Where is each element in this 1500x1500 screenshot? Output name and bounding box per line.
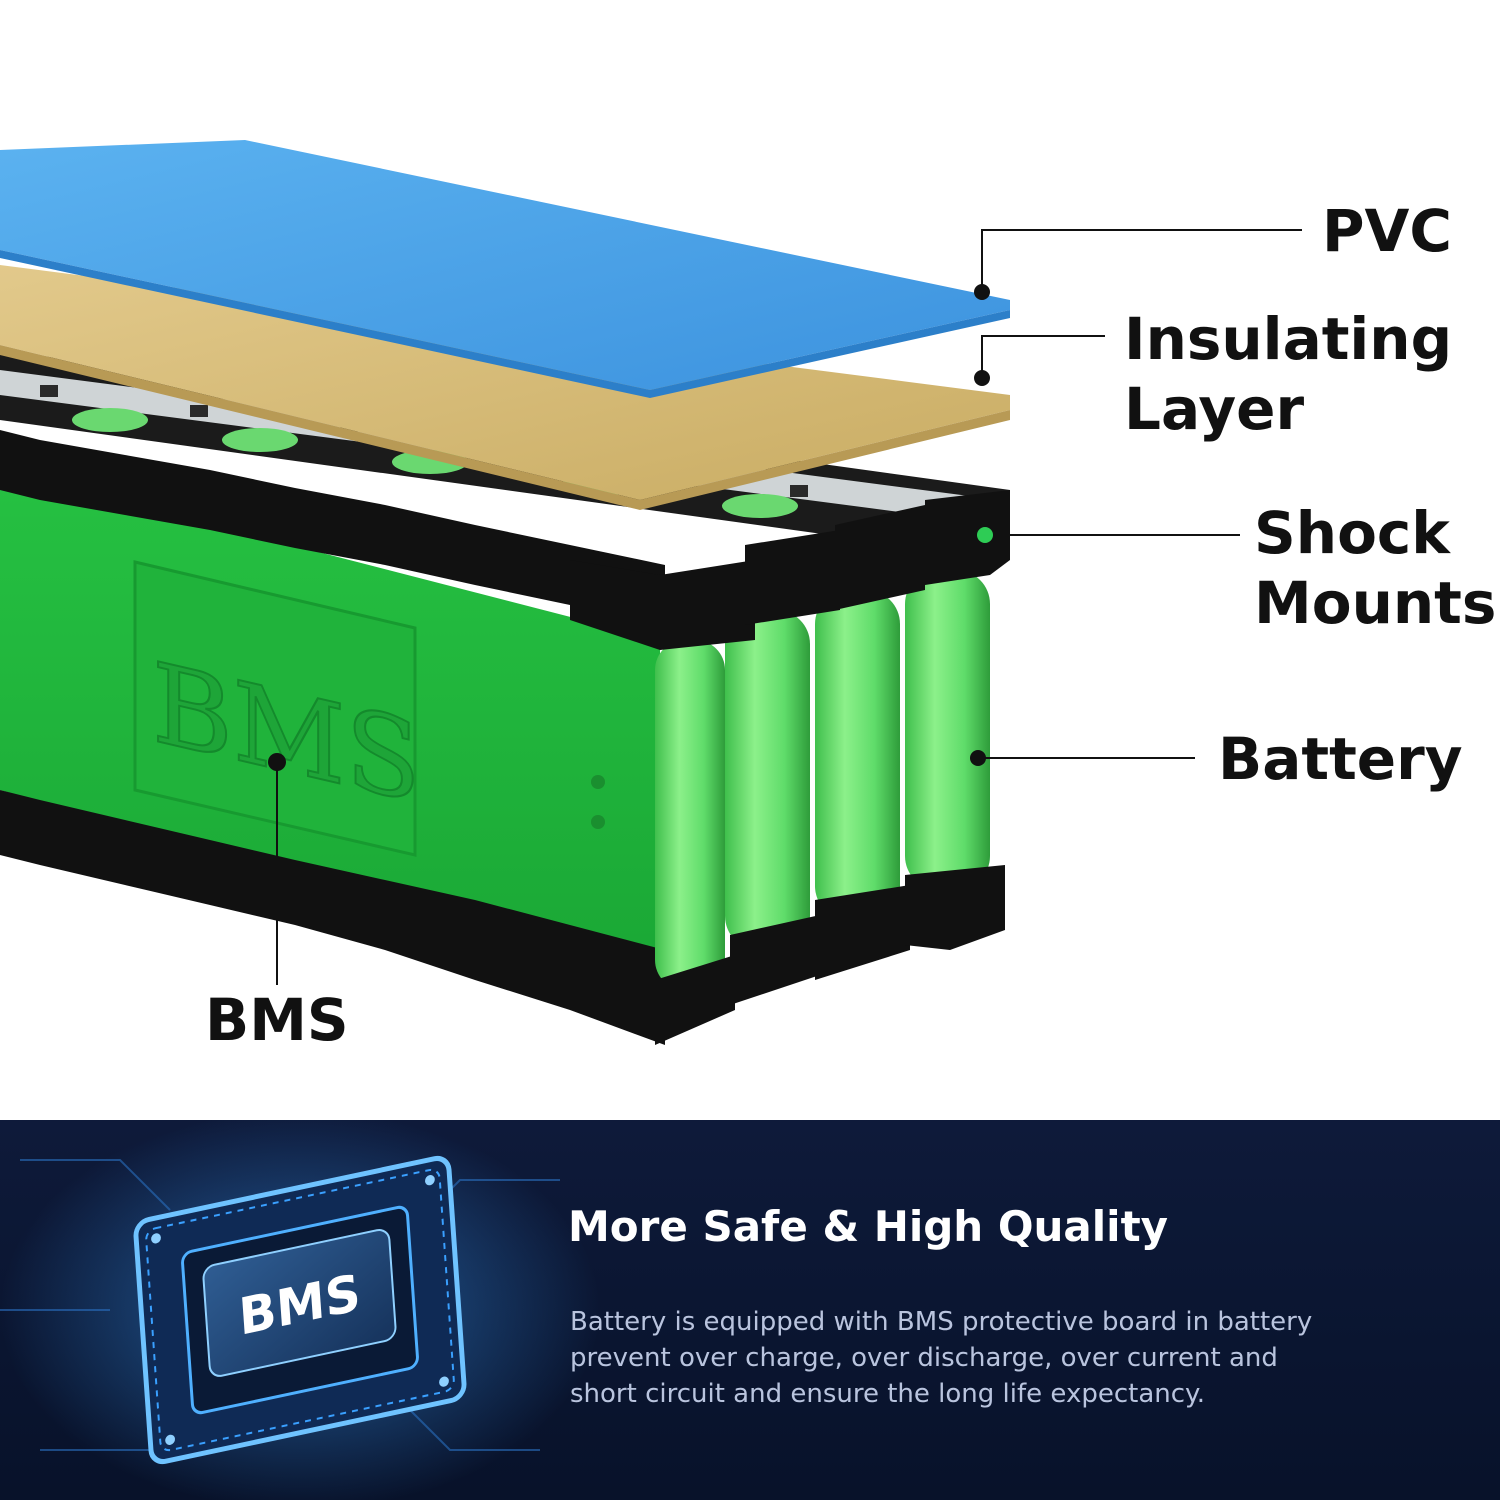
holder-bottom-blocks <box>0 790 665 1045</box>
battery-cells <box>655 570 990 990</box>
exploded-battery-illustration: BMS <box>0 140 1302 1045</box>
bms-chip: BMS <box>133 1155 467 1465</box>
banner-description: Battery is equipped with BMS protective … <box>570 1307 1313 1409</box>
pvc-sheet <box>0 140 1010 390</box>
shock-mounts-label: Shock Mounts <box>1254 499 1497 637</box>
feature-banner: BMS More Safe & High Quality Battery is … <box>0 1120 1500 1500</box>
battery-label: Battery <box>1218 725 1463 793</box>
insulating-layer-label: Insulating Layer <box>1124 305 1453 443</box>
bms-label: BMS <box>205 986 349 1054</box>
insulating-sheet <box>0 265 1010 500</box>
leader-dots <box>268 284 993 771</box>
bms-plate: BMS <box>133 560 605 857</box>
pvc-label: PVC <box>1322 197 1452 265</box>
banner-title: More Safe & High Quality <box>568 1202 1169 1251</box>
end-face-holders <box>570 490 1010 1045</box>
battery-pack-diagram: BMS <box>0 140 1497 1054</box>
leader-lines <box>276 229 1302 985</box>
bms-chip-illustration: BMS <box>0 1120 600 1500</box>
